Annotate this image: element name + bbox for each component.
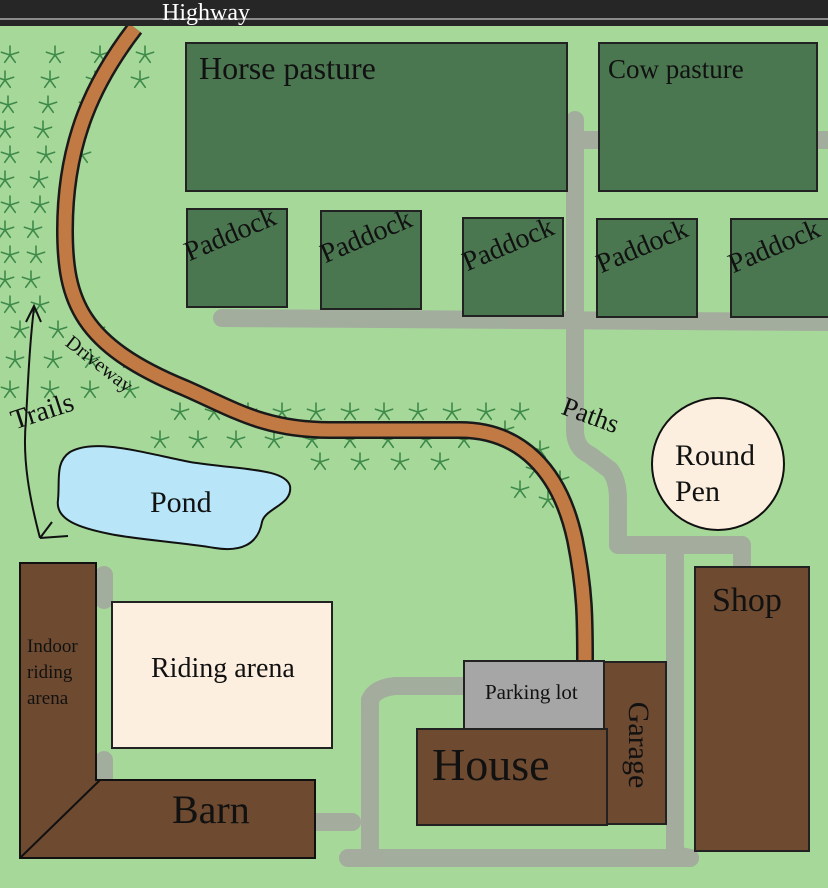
horse-pasture-area: Horse pasture — [185, 42, 568, 192]
cow-pasture-area: Cow pasture — [598, 42, 818, 192]
tree-mark — [48, 320, 68, 339]
shop-label: Shop — [712, 582, 782, 619]
tree-mark — [150, 430, 170, 449]
riding-arena-area: Riding arena — [111, 601, 333, 749]
tree-mark — [340, 402, 360, 421]
tree-mark — [26, 245, 46, 264]
tree-mark — [29, 170, 49, 189]
tree-mark — [0, 70, 15, 89]
tree-mark — [130, 70, 150, 89]
tree-mark — [80, 380, 100, 399]
paddock-area — [320, 210, 422, 310]
tree-mark — [40, 380, 60, 399]
tree-mark — [0, 245, 20, 264]
driveway-road — [58, 24, 592, 663]
tree-mark — [5, 350, 25, 369]
tree-mark — [30, 195, 50, 214]
tree-mark — [226, 430, 246, 449]
tree-mark — [0, 270, 15, 289]
tree-mark — [45, 45, 65, 64]
horse-pasture-label: Horse pasture — [199, 50, 376, 86]
tree-mark — [390, 452, 410, 471]
parking-lot-area: Parking lot — [463, 660, 605, 730]
barn-roof-seam — [19, 779, 101, 859]
tree-mark — [350, 452, 370, 471]
pond-water — [56, 445, 292, 550]
tree-mark — [38, 95, 58, 114]
tree-mark — [408, 402, 428, 421]
tree-rows — [0, 45, 570, 509]
paddock-area — [462, 217, 564, 317]
tree-mark — [36, 145, 56, 164]
barn-label: Barn — [172, 787, 250, 832]
paddock-area — [730, 218, 828, 318]
tree-mark — [81, 350, 101, 369]
house-label: House — [432, 739, 550, 790]
tree-mark — [10, 320, 30, 339]
paddock-area — [186, 208, 288, 308]
tree-mark — [476, 402, 496, 421]
tree-mark — [0, 120, 15, 139]
parking-lot-label: Parking lot — [485, 680, 578, 704]
tree-mark — [0, 220, 15, 239]
tree-mark — [0, 95, 18, 114]
garage-label: Garage — [622, 701, 655, 789]
tree-mark — [120, 380, 140, 399]
indoor-riding-arena-label: Indoor riding arena — [27, 636, 78, 709]
shop-building: Shop — [694, 566, 810, 852]
tree-mark — [430, 452, 450, 471]
tree-mark — [374, 402, 394, 421]
pond-label: Pond — [150, 486, 212, 519]
tree-mark — [43, 350, 63, 369]
tree-mark — [510, 480, 530, 499]
round-pen-label: Round Pen — [675, 439, 756, 508]
tree-mark — [23, 220, 43, 239]
tree-mark — [264, 430, 284, 449]
tree-mark — [306, 402, 326, 421]
tree-mark — [310, 452, 330, 471]
cow-pasture-label: Cow pasture — [608, 54, 744, 84]
tree-mark — [0, 380, 20, 399]
house-building: House — [416, 728, 608, 826]
tree-mark — [0, 295, 20, 314]
tree-mark — [33, 120, 53, 139]
tree-mark — [0, 170, 15, 189]
riding-arena-label: Riding arena — [151, 653, 295, 684]
tree-mark — [0, 145, 20, 164]
tree-mark — [510, 402, 530, 421]
tree-mark — [188, 430, 208, 449]
tree-mark — [40, 70, 60, 89]
tree-mark — [442, 402, 462, 421]
tree-mark — [0, 45, 20, 64]
highway-road — [0, 0, 828, 26]
tree-mark — [170, 402, 190, 421]
highway-label: Highway — [162, 0, 250, 26]
tree-mark — [30, 295, 50, 314]
trails-arrow — [23, 303, 69, 539]
tree-mark — [21, 270, 41, 289]
tree-mark — [135, 45, 155, 64]
round-pen-circle — [651, 397, 785, 531]
paddock-area — [596, 218, 698, 318]
tree-mark — [0, 195, 20, 214]
